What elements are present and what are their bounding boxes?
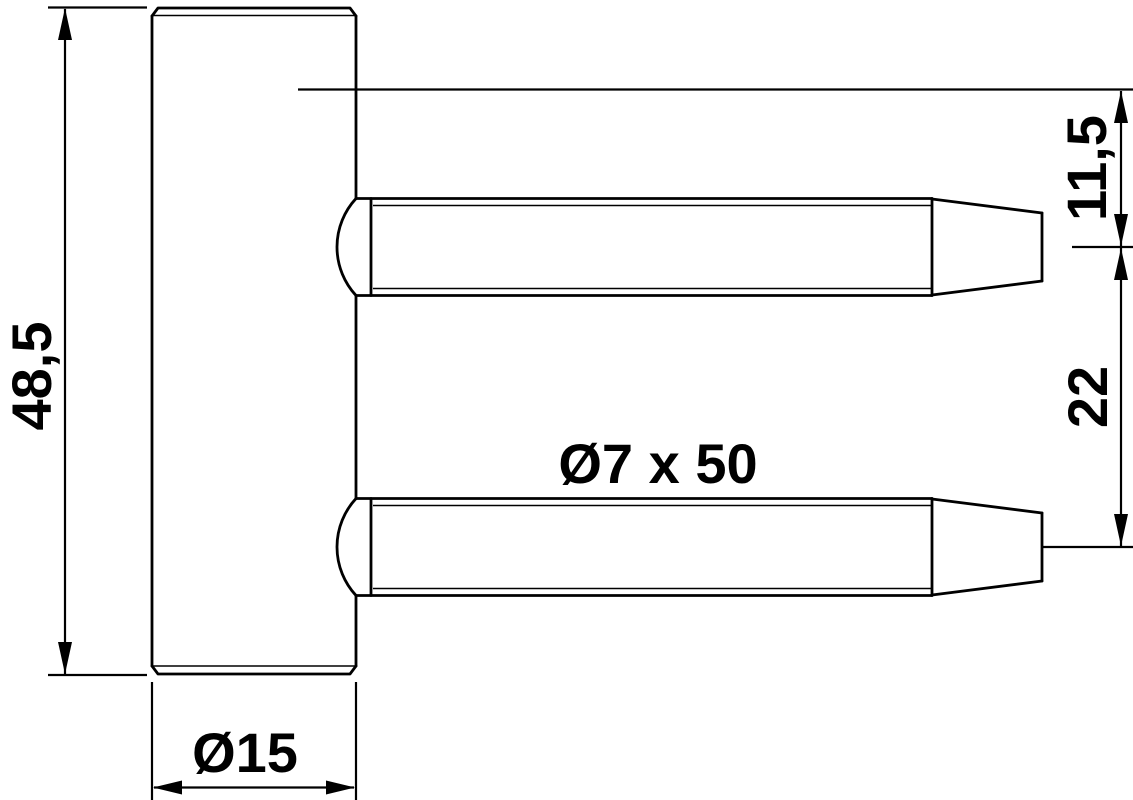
dim-label-pin-dimensions: Ø7 x 50 xyxy=(558,432,758,495)
dimension-arrows xyxy=(58,8,1128,795)
dim-label-top-pin-offset: 11,5 xyxy=(1055,115,1118,221)
dimension-lines xyxy=(63,9,1123,789)
top-pin-inner-edges xyxy=(373,204,932,290)
hinge-body-outline xyxy=(150,6,358,676)
top-pin-outline xyxy=(335,197,1044,297)
bottom-pin-outline xyxy=(335,497,1044,597)
dim-label-body-height: 48,5 xyxy=(0,321,63,431)
extension-lines xyxy=(48,6,1133,800)
dim-label-pin-spacing: 22 xyxy=(1056,365,1119,429)
hinge-body-inner-edges xyxy=(152,14,356,667)
bottom-pin-inner-edges xyxy=(373,504,932,590)
dim-label-body-diameter: Ø15 xyxy=(192,721,298,784)
